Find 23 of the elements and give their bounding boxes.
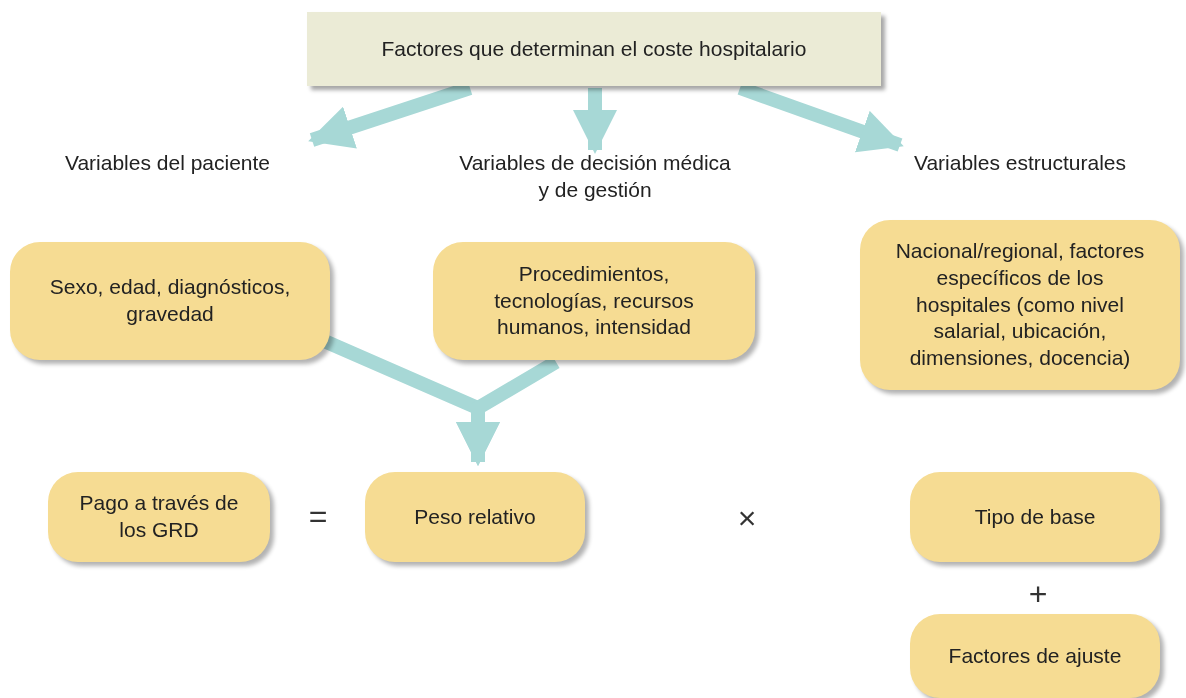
formula-box [910, 614, 1160, 698]
formula-box [365, 472, 585, 562]
category-label: Variables estructurales [913, 150, 1126, 176]
box-text: Sexo, edad, diagnósticos, gravedad [48, 274, 292, 327]
factor-box [433, 242, 755, 360]
factor-box [10, 242, 330, 360]
box-text: Pago a través de los GRD [78, 490, 240, 543]
box-text: Factores de ajuste [948, 642, 1122, 669]
formula-box [48, 472, 270, 562]
operator-symbol: = [307, 500, 329, 532]
box-text: Tipo de base [974, 503, 1096, 530]
box-text: Factores que determinan el coste hospitalario [381, 35, 807, 62]
operator-symbol: + [1027, 578, 1049, 610]
category-label: Variables de decisión médica y de gestión [458, 150, 732, 203]
category-label: Variables del paciente [64, 150, 271, 176]
factor-box [860, 220, 1180, 390]
formula-box [910, 472, 1160, 562]
box-text: Procedimientos, tecnologías, recursos humanos, intensidad [493, 261, 695, 341]
box-text: Peso relativo [414, 503, 536, 530]
title-box [307, 12, 881, 86]
arrow [573, 88, 617, 154]
box-text: Nacional/regional, factores específicos de los hospitales (como nivel salarial, ubicación, dimensiones, docencia) [894, 238, 1146, 371]
operator-symbol: × [736, 502, 758, 534]
